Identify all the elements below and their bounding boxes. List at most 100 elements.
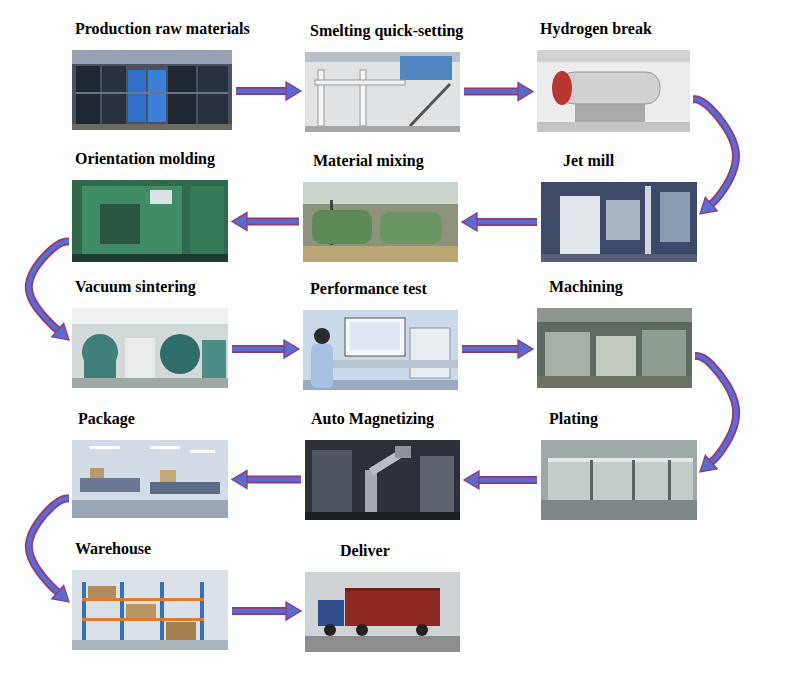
ceiling [537, 308, 692, 322]
pack-table [80, 478, 140, 492]
floor [72, 500, 228, 518]
furnace-body [160, 334, 200, 374]
flow-arrow [695, 356, 736, 462]
photo-background [305, 440, 460, 520]
process-step: Vacuum sintering [72, 308, 228, 388]
monitor [345, 318, 405, 356]
photo-background [72, 50, 232, 130]
mixer-drum [312, 210, 372, 244]
step-heading: Material mixing [313, 152, 424, 170]
photo-background [537, 308, 692, 388]
shelf-post [160, 582, 164, 640]
container [345, 588, 440, 626]
floor [537, 122, 690, 132]
ceiling [537, 50, 690, 62]
flow-arrow [232, 347, 284, 352]
hydrogen-furnace [560, 72, 660, 104]
arrow-outline [464, 88, 518, 96]
wheel [324, 624, 336, 636]
step-heading: Plating [549, 410, 598, 428]
robot-gripper [395, 446, 411, 458]
floor [72, 124, 232, 130]
process-step: Package [72, 440, 228, 518]
head [314, 328, 330, 344]
tank-rim [548, 458, 693, 462]
flow-arrow-group [479, 480, 537, 481]
truck-cab [318, 600, 344, 626]
photo-background [537, 50, 690, 132]
ceiling [72, 50, 232, 64]
magnetizer [312, 450, 352, 514]
process-step: Plating [541, 440, 697, 520]
ceiling-light [150, 446, 180, 449]
mill-unit [560, 196, 600, 254]
container-edge [345, 588, 440, 591]
machine-tool [596, 336, 636, 376]
arrow-outline [29, 499, 69, 593]
arrow-outline [693, 99, 736, 204]
arrow-outline [236, 87, 286, 95]
control-panel [606, 200, 640, 240]
step-heading: Smelting quick-setting [310, 22, 463, 40]
furnace-panel [400, 56, 452, 80]
arrow-outline [29, 242, 69, 331]
flow-arrow [464, 89, 518, 94]
tank-divider [590, 460, 593, 500]
floor [303, 246, 458, 262]
floor [305, 512, 460, 520]
test-instrument [410, 328, 450, 378]
flow-arrow [29, 242, 69, 331]
drum-stack [76, 66, 100, 124]
frame-post [360, 70, 366, 126]
machine-base [575, 104, 645, 122]
carton [88, 586, 116, 598]
step-heading: Warehouse [75, 540, 151, 558]
screen [150, 190, 172, 204]
stairs [410, 84, 450, 126]
process-step: Hydrogen break [537, 50, 690, 132]
floor [72, 254, 228, 262]
carton [126, 604, 156, 618]
plating-tank [548, 460, 693, 500]
carton [166, 622, 196, 640]
process-step: Smelting quick-setting [305, 52, 460, 132]
floor [72, 640, 228, 650]
floor [305, 126, 460, 132]
step-heading: Machining [549, 278, 623, 296]
floor [541, 254, 697, 262]
flow-arrow [462, 347, 518, 352]
process-step: Jet mill [541, 182, 697, 262]
tank-divider [632, 460, 635, 500]
flow-arrow-group [232, 611, 286, 612]
step-heading: Hydrogen break [540, 20, 652, 38]
arrow-outline [477, 218, 537, 226]
arrow-outline [247, 218, 299, 226]
flow-arrow [693, 99, 736, 204]
process-step: Warehouse [72, 570, 228, 650]
photo-background [72, 180, 228, 262]
photo-background [72, 570, 228, 650]
photo-background [305, 572, 460, 652]
flow-arrow-group [695, 356, 736, 462]
arrow-outline [232, 607, 286, 615]
photo-background [72, 308, 228, 388]
cabinet [420, 456, 454, 514]
windows [303, 182, 458, 204]
ceiling-light [190, 450, 215, 453]
press-door [100, 204, 140, 244]
ground [305, 636, 460, 652]
shelf-beam [82, 598, 204, 601]
step-heading: Production raw materials [75, 20, 250, 38]
pallet-line [76, 92, 228, 94]
floor [537, 376, 692, 388]
carton [90, 468, 104, 478]
photo-background [303, 182, 458, 262]
flow-arrow [477, 220, 537, 225]
ceiling-light [90, 446, 120, 449]
arrow-outline [479, 476, 537, 484]
photo-background [541, 182, 697, 262]
flow-arrow-group [232, 349, 284, 350]
frame-beam [315, 80, 405, 85]
